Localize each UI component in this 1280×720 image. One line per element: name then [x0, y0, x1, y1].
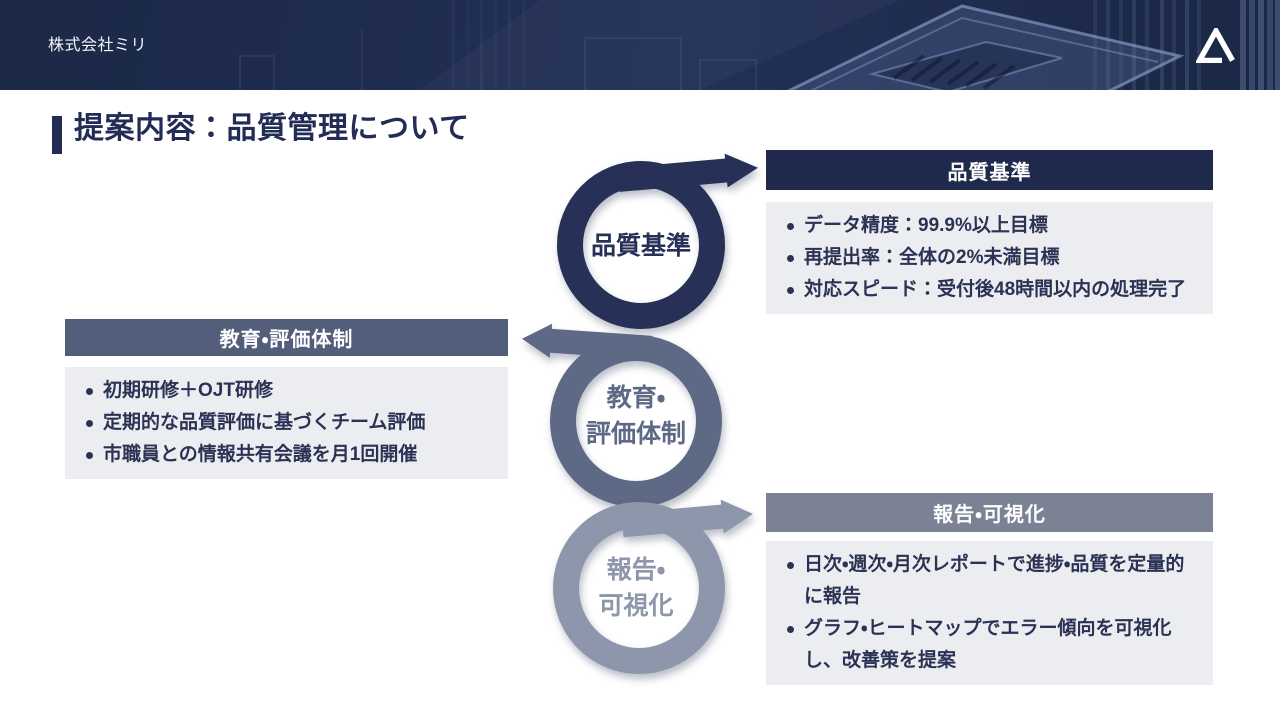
card-body-education-evaluation: 初期研修＋OJT研修 定期的な品質評価に基づくチーム評価 市職員との情報共有会議… — [65, 367, 508, 479]
card-body-reporting-visualization: 日次・週次・月次レポートで進捗・品質を定量的に報告 グラフ・ヒートマップでエラー… — [766, 541, 1213, 685]
card-header-education-evaluation: 教育・評価体制 — [65, 319, 508, 356]
ring-circle — [553, 502, 725, 674]
bullet-item: データ精度：99.9%以上目標 — [766, 210, 1199, 242]
ring-label-education-evaluation: 教育・ 評価体制 — [586, 384, 686, 448]
ring-label-quality-standards: 品質基準 — [591, 231, 691, 260]
bullet-item: 対応スピード：受付後48時間以内の処理完了 — [766, 274, 1199, 306]
ring-label-text: 可視化 — [598, 592, 673, 620]
bullet-item: グラフ・ヒートマップでエラー傾向を可視化し、改善策を提案 — [766, 613, 1199, 677]
bullet-item: 定期的な品質評価に基づくチーム評価 — [65, 407, 494, 439]
ring-education-evaluation — [522, 323, 722, 507]
ring-circle — [550, 335, 722, 507]
company-name: 株式会社ミリ — [48, 37, 148, 54]
bullet-item: 初期研修＋OJT研修 — [65, 375, 494, 407]
ring-quality-standards — [557, 153, 758, 329]
ring-circle — [557, 161, 725, 329]
ring-label-reporting-visualization: 報告・ 可視化 — [598, 556, 673, 620]
bullet-item: 市職員との情報共有会議を月1回開催 — [65, 439, 494, 471]
card-reporting-visualization: 報告・可視化 日次・週次・月次レポートで進捗・品質を定量的に報告 グラフ・ヒート… — [766, 493, 1213, 685]
header-banner: 株式会社ミリ — [0, 0, 1280, 90]
company-logo-icon — [1196, 28, 1235, 63]
ring-label-text: 評価体制 — [586, 420, 686, 448]
ring-reporting-visualization — [553, 499, 753, 674]
card-header-reporting-visualization: 報告・可視化 — [766, 493, 1213, 532]
arrow-right-icon — [621, 499, 753, 538]
banner-cityscape-graphic — [239, 0, 1280, 90]
arrow-left-icon — [522, 323, 653, 360]
card-body-quality-standards: データ精度：99.9%以上目標 再提出率：全体の2%未満目標 対応スピード：受付… — [766, 202, 1213, 314]
title-accent-bar — [52, 116, 62, 154]
card-quality-standards: 品質基準 データ精度：99.9%以上目標 再提出率：全体の2%未満目標 対応スピ… — [766, 150, 1213, 314]
ring-label-text: 教育・ — [606, 384, 666, 412]
arrow-right-icon — [617, 153, 758, 192]
ring-label-text: 報告・ — [607, 556, 666, 584]
bullet-item: 日次・週次・月次レポートで進捗・品質を定量的に報告 — [766, 549, 1199, 613]
ring-label-text: 品質基準 — [591, 231, 691, 260]
card-education-evaluation: 教育・評価体制 初期研修＋OJT研修 定期的な品質評価に基づくチーム評価 市職員… — [65, 319, 508, 479]
card-header-quality-standards: 品質基準 — [766, 150, 1213, 190]
page-title: 提案内容：品質管理について — [74, 112, 470, 145]
bullet-item: 再提出率：全体の2%未満目標 — [766, 242, 1199, 274]
